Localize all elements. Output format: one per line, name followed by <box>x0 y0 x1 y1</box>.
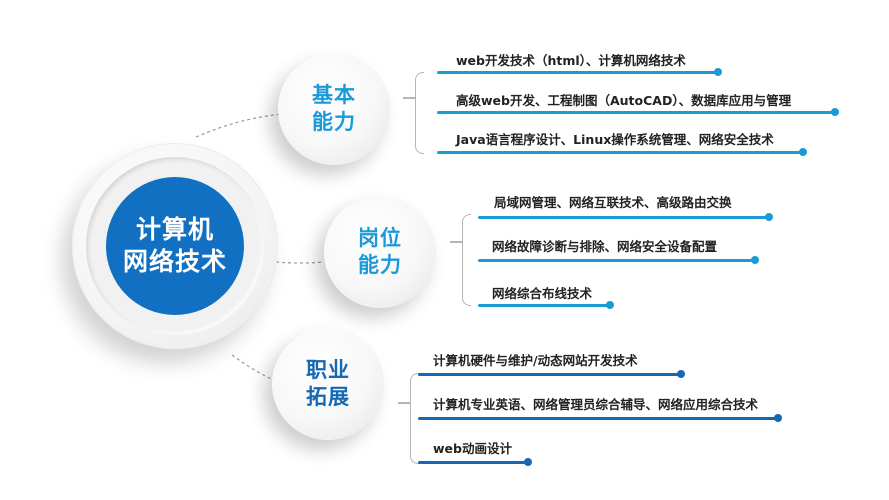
group-bracket <box>410 373 419 464</box>
category-node-basic: 基本 能力 <box>278 53 390 165</box>
skill-underline <box>418 461 528 464</box>
connector-career <box>231 354 279 383</box>
skill-item: 高级web开发、工程制图（AutoCAD）、数据库应用与管理 <box>456 93 792 108</box>
connector-basic <box>195 113 284 138</box>
group-bracket <box>415 72 424 154</box>
skill-dot <box>677 370 685 378</box>
skill-dot <box>774 414 782 422</box>
skill-dot <box>751 256 759 264</box>
skill-item: 计算机专业英语、网络管理员综合辅导、网络应用综合技术 <box>433 397 759 412</box>
category-title-line2: 能力 <box>312 110 356 134</box>
group-stub <box>450 241 463 243</box>
category-node-career: 职业 拓展 <box>272 328 384 440</box>
skill-underline <box>437 71 717 74</box>
category-node-position: 岗位 能力 <box>324 196 436 308</box>
category-title-line1: 职业 <box>306 358 350 382</box>
skill-underline <box>478 259 754 262</box>
skill-dot <box>831 108 839 116</box>
skill-underline <box>478 216 768 219</box>
skill-dot <box>524 458 532 466</box>
skill-dot <box>714 68 722 76</box>
skill-item: 局域网管理、网络互联技术、高级路由交换 <box>494 195 732 210</box>
center-circle: 计算机 网络技术 <box>106 177 244 315</box>
category-title-line2: 拓展 <box>306 385 350 409</box>
skill-dot <box>606 301 614 309</box>
skill-item: 计算机硬件与维护/动态网站开发技术 <box>433 353 638 368</box>
center-title-line1: 计算机 <box>135 215 214 244</box>
group-stub <box>403 97 416 99</box>
skill-underline <box>418 417 778 420</box>
skill-dot <box>799 148 807 156</box>
skill-item: Java语言程序设计、Linux操作系统管理、网络安全技术 <box>456 132 774 147</box>
center-node: 计算机 网络技术 <box>72 143 278 349</box>
category-title-line2: 能力 <box>358 253 402 277</box>
skill-underline <box>418 373 680 376</box>
category-title-line1: 基本 <box>312 83 356 107</box>
skill-dot <box>765 213 773 221</box>
group-bracket <box>462 214 471 306</box>
skill-underline <box>437 151 803 154</box>
category-title-line1: 岗位 <box>358 226 402 250</box>
skill-item: 网络故障诊断与排除、网络安全设备配置 <box>492 239 718 254</box>
connector-position <box>275 261 325 264</box>
center-title-line2: 网络技术 <box>122 247 227 276</box>
group-stub <box>398 402 411 404</box>
skill-underline <box>478 304 610 307</box>
skill-item: 网络综合布线技术 <box>492 286 593 301</box>
skill-underline <box>437 111 835 114</box>
skill-item: web开发技术（html）、计算机网络技术 <box>456 53 686 68</box>
skill-item: web动画设计 <box>433 441 512 456</box>
